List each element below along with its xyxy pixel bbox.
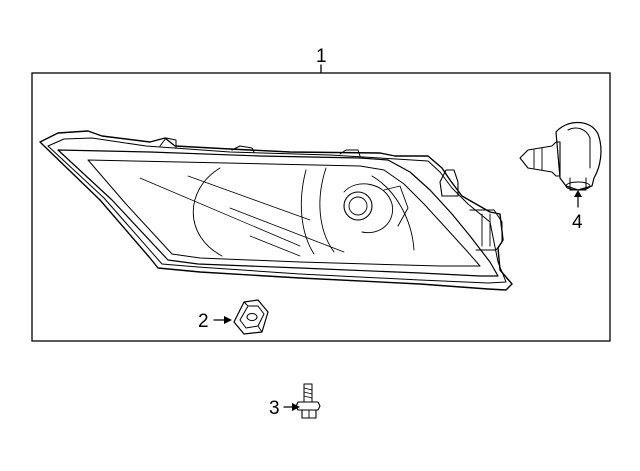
callout-3[interactable]: 3	[269, 398, 280, 419]
callout-4[interactable]: 4	[572, 212, 583, 233]
callout-2-arrowhead	[224, 316, 232, 324]
screw-bolt-icon[interactable]	[295, 383, 321, 419]
bulb-icon[interactable]	[519, 121, 602, 191]
fog-lamp-assembly-icon[interactable]	[39, 130, 513, 291]
callout-1[interactable]: 1	[316, 46, 327, 67]
retainer-nut-icon[interactable]	[233, 299, 269, 335]
callout-2[interactable]: 2	[198, 311, 209, 332]
callout-4-arrowhead	[574, 190, 582, 197]
